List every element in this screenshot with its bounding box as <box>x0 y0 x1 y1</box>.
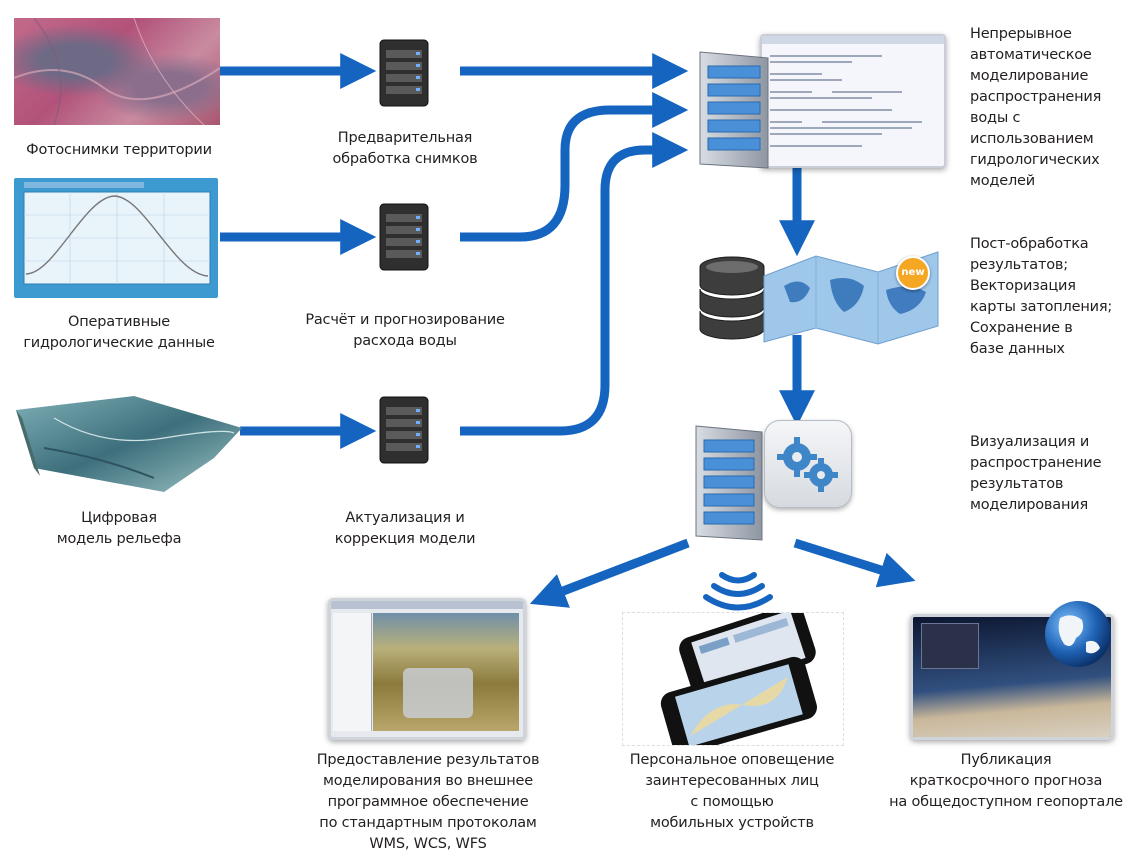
globe-icon <box>1045 601 1111 667</box>
satellite-photo-image <box>14 18 220 125</box>
hydro-data-caption: Оперативные гидрологические данные <box>23 314 215 351</box>
server-icon <box>379 203 429 271</box>
new-badge: new <box>896 256 930 290</box>
server-icon <box>379 396 429 464</box>
hydrograph-chart-image <box>14 178 218 298</box>
visualization-description: Визуализация и распространение результат… <box>970 434 1102 513</box>
terrain-model-image <box>14 388 244 498</box>
postprocess-description: Пост-обработка результатов; Векторизация… <box>970 236 1113 357</box>
console-window-image <box>760 34 946 168</box>
gears-icon <box>764 420 852 508</box>
modeling-description: Непрерывное автоматическое моделирование… <box>970 26 1102 189</box>
photos-caption: Фотоснимки территории <box>26 142 212 158</box>
visualization-server-icon <box>695 425 763 541</box>
database-icon <box>699 256 765 340</box>
mobile-caption: Персональное оповещение заинтересованных… <box>629 752 835 831</box>
server-icon <box>379 39 429 107</box>
arrow-calc-to-model <box>460 92 689 242</box>
arrow-visualization-to-software <box>529 538 690 608</box>
mobile-devices-image <box>622 612 844 746</box>
dem-caption: Цифровая модель рельефа <box>56 510 182 547</box>
wireless-signal-icon <box>703 572 773 611</box>
portal-caption: Публикация краткосрочного прогноза на об… <box>889 752 1123 810</box>
arrow-visualization-to-portal <box>793 538 916 588</box>
software-caption: Предоставление результатов моделирования… <box>316 752 540 852</box>
flood-map-icon <box>763 251 939 345</box>
preprocess-caption: Предварительная обработка снимков <box>332 130 478 167</box>
modeling-server-icon <box>699 51 769 169</box>
calc-caption: Расчёт и прогнозирование расхода воды <box>305 312 505 349</box>
gis-software-screenshot <box>328 598 526 740</box>
arrow-update-to-model <box>460 132 689 436</box>
update-caption: Актуализация и коррекция модели <box>334 510 476 547</box>
